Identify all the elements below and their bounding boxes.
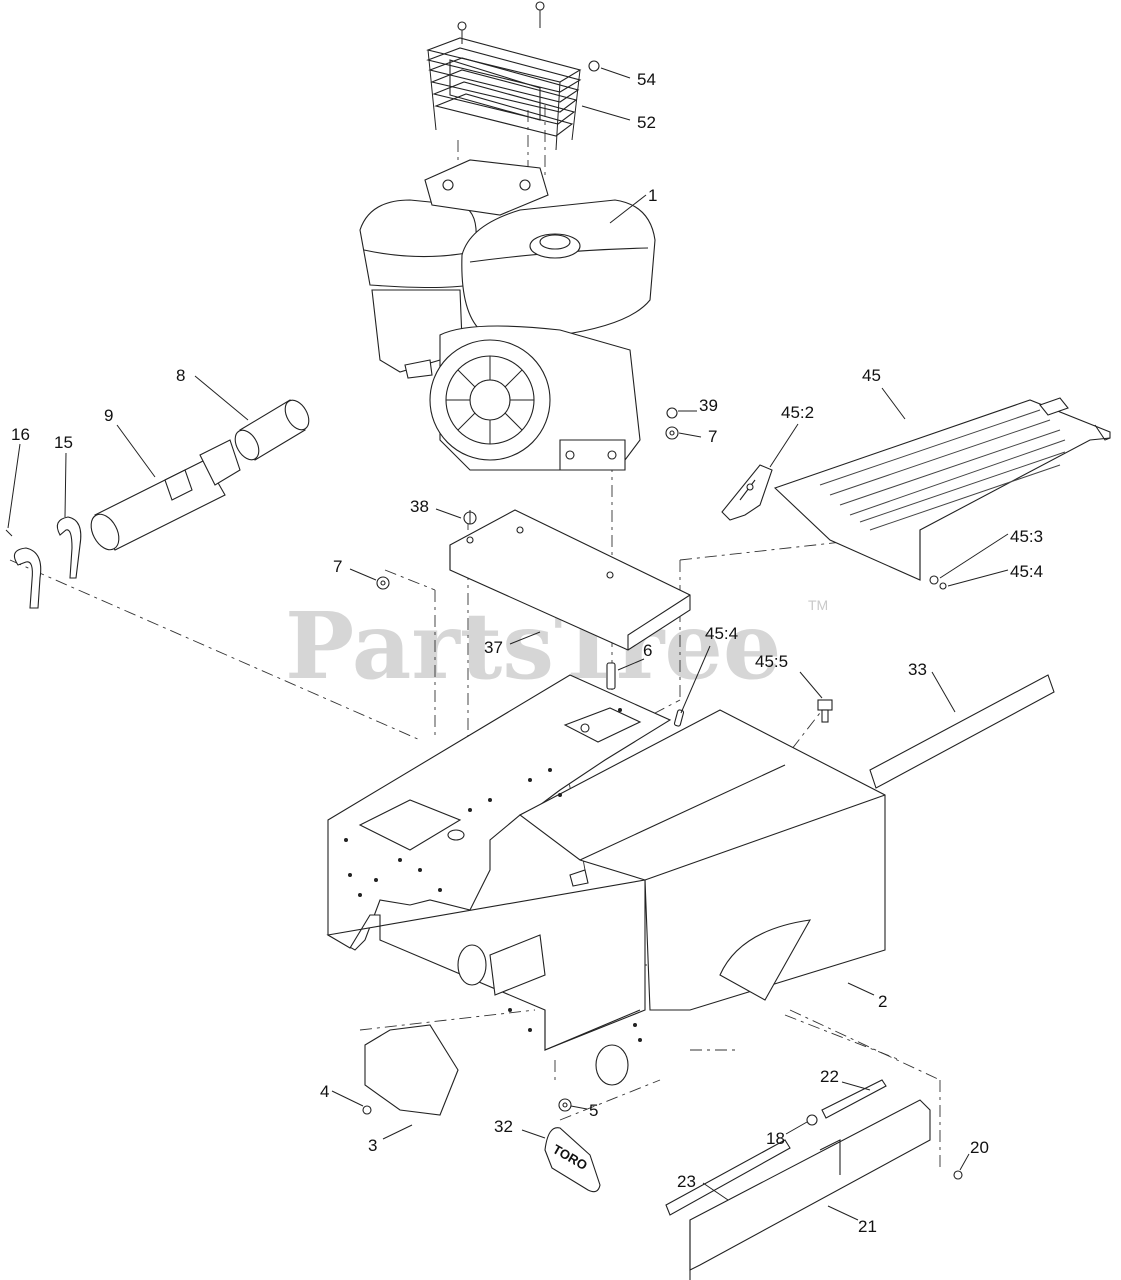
- callout-8: 8: [176, 366, 185, 385]
- frame-part-2: [326, 674, 886, 1086]
- callout-45: 45: [862, 366, 881, 385]
- watermark-trademark: TM: [808, 597, 828, 613]
- tube-part-8: [234, 399, 310, 461]
- callout-45-4-tray: 45:4: [1010, 562, 1043, 581]
- engine-part-1: [359, 159, 656, 471]
- screw-part-20: [953, 1170, 963, 1180]
- callout-45-4-frame: 45:4: [705, 624, 738, 643]
- callout-21: 21: [858, 1217, 877, 1236]
- callout-23: 23: [677, 1172, 696, 1191]
- callout-3: 3: [368, 1136, 377, 1155]
- callout-45-5: 45:5: [755, 652, 788, 671]
- callout-39: 39: [699, 396, 718, 415]
- wire-guard-part-52: [426, 1, 600, 151]
- washer-part-18: [806, 1114, 818, 1126]
- callout-45-3: 45:3: [1010, 527, 1043, 546]
- tube-part-9: [90, 439, 241, 551]
- callout-18: 18: [766, 1129, 785, 1148]
- callout-37: 37: [484, 638, 503, 657]
- pin-part-6: [606, 662, 616, 690]
- tray-part-45: [773, 397, 1111, 590]
- panel-part-21: [689, 1099, 931, 1280]
- callout-38: 38: [410, 497, 429, 516]
- callout-20: 20: [970, 1138, 989, 1157]
- clamp-part-16: [5, 529, 42, 609]
- callout-2: 2: [878, 992, 887, 1011]
- callout-16: 16: [11, 425, 30, 444]
- latch-part-45-2: [721, 464, 773, 521]
- fasteners-39-7: [665, 407, 679, 440]
- clamp-part-15: [56, 516, 82, 579]
- decal-part-32: TORO: [544, 1127, 601, 1193]
- callout-32: 32: [494, 1117, 513, 1136]
- callout-1: 1: [648, 186, 657, 205]
- callout-7-top: 7: [708, 427, 717, 446]
- callout-9: 9: [104, 406, 113, 425]
- rod-part-33: [869, 674, 1055, 789]
- nut-part-5: [558, 1098, 572, 1112]
- pin-part-45-4: [673, 709, 685, 727]
- callout-54: 54: [637, 70, 656, 89]
- callout-7-left: 7: [333, 557, 342, 576]
- leader-lines: [7, 67, 1009, 1221]
- callout-52: 52: [637, 113, 656, 132]
- watermark-text: PartsTree: [285, 592, 781, 700]
- callout-6: 6: [643, 641, 652, 660]
- callout-4: 4: [320, 1082, 329, 1101]
- callout-45-2: 45:2: [781, 403, 814, 422]
- rail-part-23: [665, 1139, 791, 1216]
- engine-plate-part-37: [449, 509, 691, 651]
- callout-22: 22: [820, 1067, 839, 1086]
- knob-part-45-5: [817, 699, 833, 723]
- cover-plate-part-3: [364, 1024, 459, 1116]
- fastener-part-7: [376, 576, 390, 590]
- callout-15: 15: [54, 433, 73, 452]
- callout-5: 5: [589, 1101, 598, 1120]
- callout-labels: 54 52 1 8 9 15 16 39 7 45 45:2 38 7 45:3…: [11, 70, 1043, 1236]
- callout-33: 33: [908, 660, 927, 679]
- screw-part-4: [362, 1105, 372, 1115]
